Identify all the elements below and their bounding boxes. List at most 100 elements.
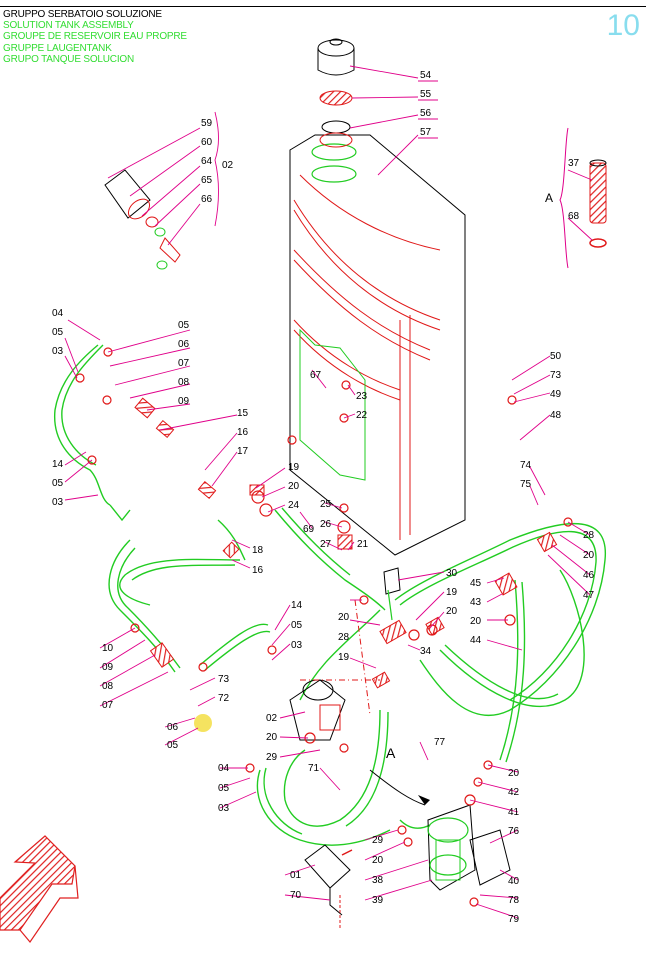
callout-27: 27: [320, 539, 332, 550]
hose-center-left: [299, 609, 381, 701]
callout-77: 77: [434, 737, 446, 748]
callout-44: 44: [470, 635, 482, 646]
callout-55: 55: [420, 89, 432, 100]
callout-09: 09: [178, 396, 190, 407]
hose-left-loop: [54, 344, 111, 506]
title-italian: GRUPPO SERBATOIO SOLUZIONE: [3, 9, 162, 20]
callout-17: 17: [237, 446, 249, 457]
callout-16: 16: [237, 427, 249, 438]
section-arrow: A: [369, 745, 430, 806]
callout-20b: 20: [583, 550, 595, 561]
callout-20h: 20: [372, 855, 384, 866]
callout-02-group: 02: [222, 160, 234, 171]
callout-20f: 20: [266, 732, 278, 743]
leader-lines: [64, 65, 593, 919]
callout-19: 19: [288, 462, 300, 473]
hose-right-loop: [439, 569, 585, 708]
callout-28: 28: [583, 530, 595, 541]
title-french: GROUPE DE RESERVOIR EAU PROPRE: [3, 31, 187, 43]
callout-70: 70: [290, 890, 302, 901]
callout-20g: 20: [508, 768, 520, 779]
callout-43: 43: [470, 597, 482, 608]
callout-40: 40: [508, 876, 520, 887]
callout-25: 25: [320, 499, 332, 510]
callout-03b: 03: [52, 497, 64, 508]
callout-72: 72: [218, 693, 230, 704]
callout-76: 76: [508, 826, 520, 837]
callout-08: 08: [178, 377, 190, 388]
callout-37: 37: [568, 158, 580, 169]
center-valve: [300, 567, 401, 716]
callout-73b: 73: [218, 674, 230, 685]
callout-19c: 19: [338, 652, 350, 663]
callout-66: 66: [201, 194, 213, 205]
callout-56: 56: [420, 108, 432, 119]
detail-a-filter: [559, 127, 607, 269]
callout-60: 60: [201, 137, 213, 148]
callout-71: 71: [308, 763, 320, 774]
callout-09b: 09: [102, 662, 114, 673]
callout-57: 57: [420, 127, 432, 138]
tank-cap-parts: [317, 38, 355, 148]
hose-bottom-right: [399, 819, 431, 829]
callout-02: 02: [266, 713, 278, 724]
callout-05: 05: [52, 327, 64, 338]
hose-mid-big: [119, 558, 241, 606]
hose-bottom-loop: [256, 769, 391, 846]
callout-19b: 19: [446, 587, 458, 598]
callout-20: 20: [288, 481, 300, 492]
lower-pump-motor: [289, 679, 346, 741]
callout-74: 74: [520, 460, 532, 471]
callout-20c: 20: [470, 616, 482, 627]
callout-78: 78: [508, 895, 520, 906]
hose-right-big: [394, 522, 606, 717]
callout-14: 14: [52, 459, 64, 470]
callout-42: 42: [508, 787, 520, 798]
callout-69: 69: [303, 524, 315, 535]
callout-15: 15: [237, 408, 249, 419]
detail-marker-a: A: [545, 191, 553, 205]
callout-73: 73: [550, 370, 562, 381]
title-spanish: GRUPO TANQUE SOLUCION: [3, 53, 135, 65]
bottom-bracket: [304, 844, 353, 930]
orientation-arrow: [0, 835, 79, 943]
callout-65: 65: [201, 175, 213, 186]
hose-center-loop: [199, 623, 269, 666]
callout-03d: 03: [218, 803, 230, 814]
callout-14b: 14: [291, 600, 303, 611]
pump-motor-group: [104, 169, 181, 270]
callout-45: 45: [470, 578, 482, 589]
callout-30: 30: [446, 568, 458, 579]
o-rings: [75, 347, 573, 907]
callout-07b: 07: [102, 700, 114, 711]
callout-59: 59: [201, 118, 213, 129]
callout-10: 10: [102, 643, 114, 654]
callout-05d: 05: [291, 620, 303, 631]
callout-64: 64: [201, 156, 213, 167]
callout-38: 38: [372, 875, 384, 886]
title-block: GRUPPO SERBATOIO SOLUZIONE SOLUTION TANK…: [3, 9, 187, 65]
hoses: [54, 344, 606, 846]
highlight-marker: [194, 714, 212, 732]
callout-75: 75: [520, 479, 532, 490]
hose-tank-front: [274, 509, 386, 611]
callout-06: 06: [178, 339, 190, 350]
callout-20e: 20: [338, 612, 350, 623]
callout-46: 46: [583, 570, 595, 581]
callout-05f: 05: [218, 783, 230, 794]
title-german: GRUPPE LAUGENTANK: [3, 42, 112, 54]
callout-41: 41: [508, 807, 520, 818]
callout-04b: 04: [218, 763, 230, 774]
title-english: SOLUTION TANK ASSEMBLY: [3, 20, 134, 32]
callout-68: 68: [568, 211, 580, 222]
header-rule: [0, 6, 646, 7]
callout-28b: 28: [338, 632, 350, 643]
callout-05c: 05: [52, 478, 64, 489]
callout-47: 47: [583, 590, 595, 601]
callout-18: 18: [252, 545, 264, 556]
callout-08b: 08: [102, 681, 114, 692]
callout-24: 24: [288, 500, 300, 511]
section-marker-a: A: [386, 745, 396, 761]
filter-housing: [427, 804, 511, 891]
